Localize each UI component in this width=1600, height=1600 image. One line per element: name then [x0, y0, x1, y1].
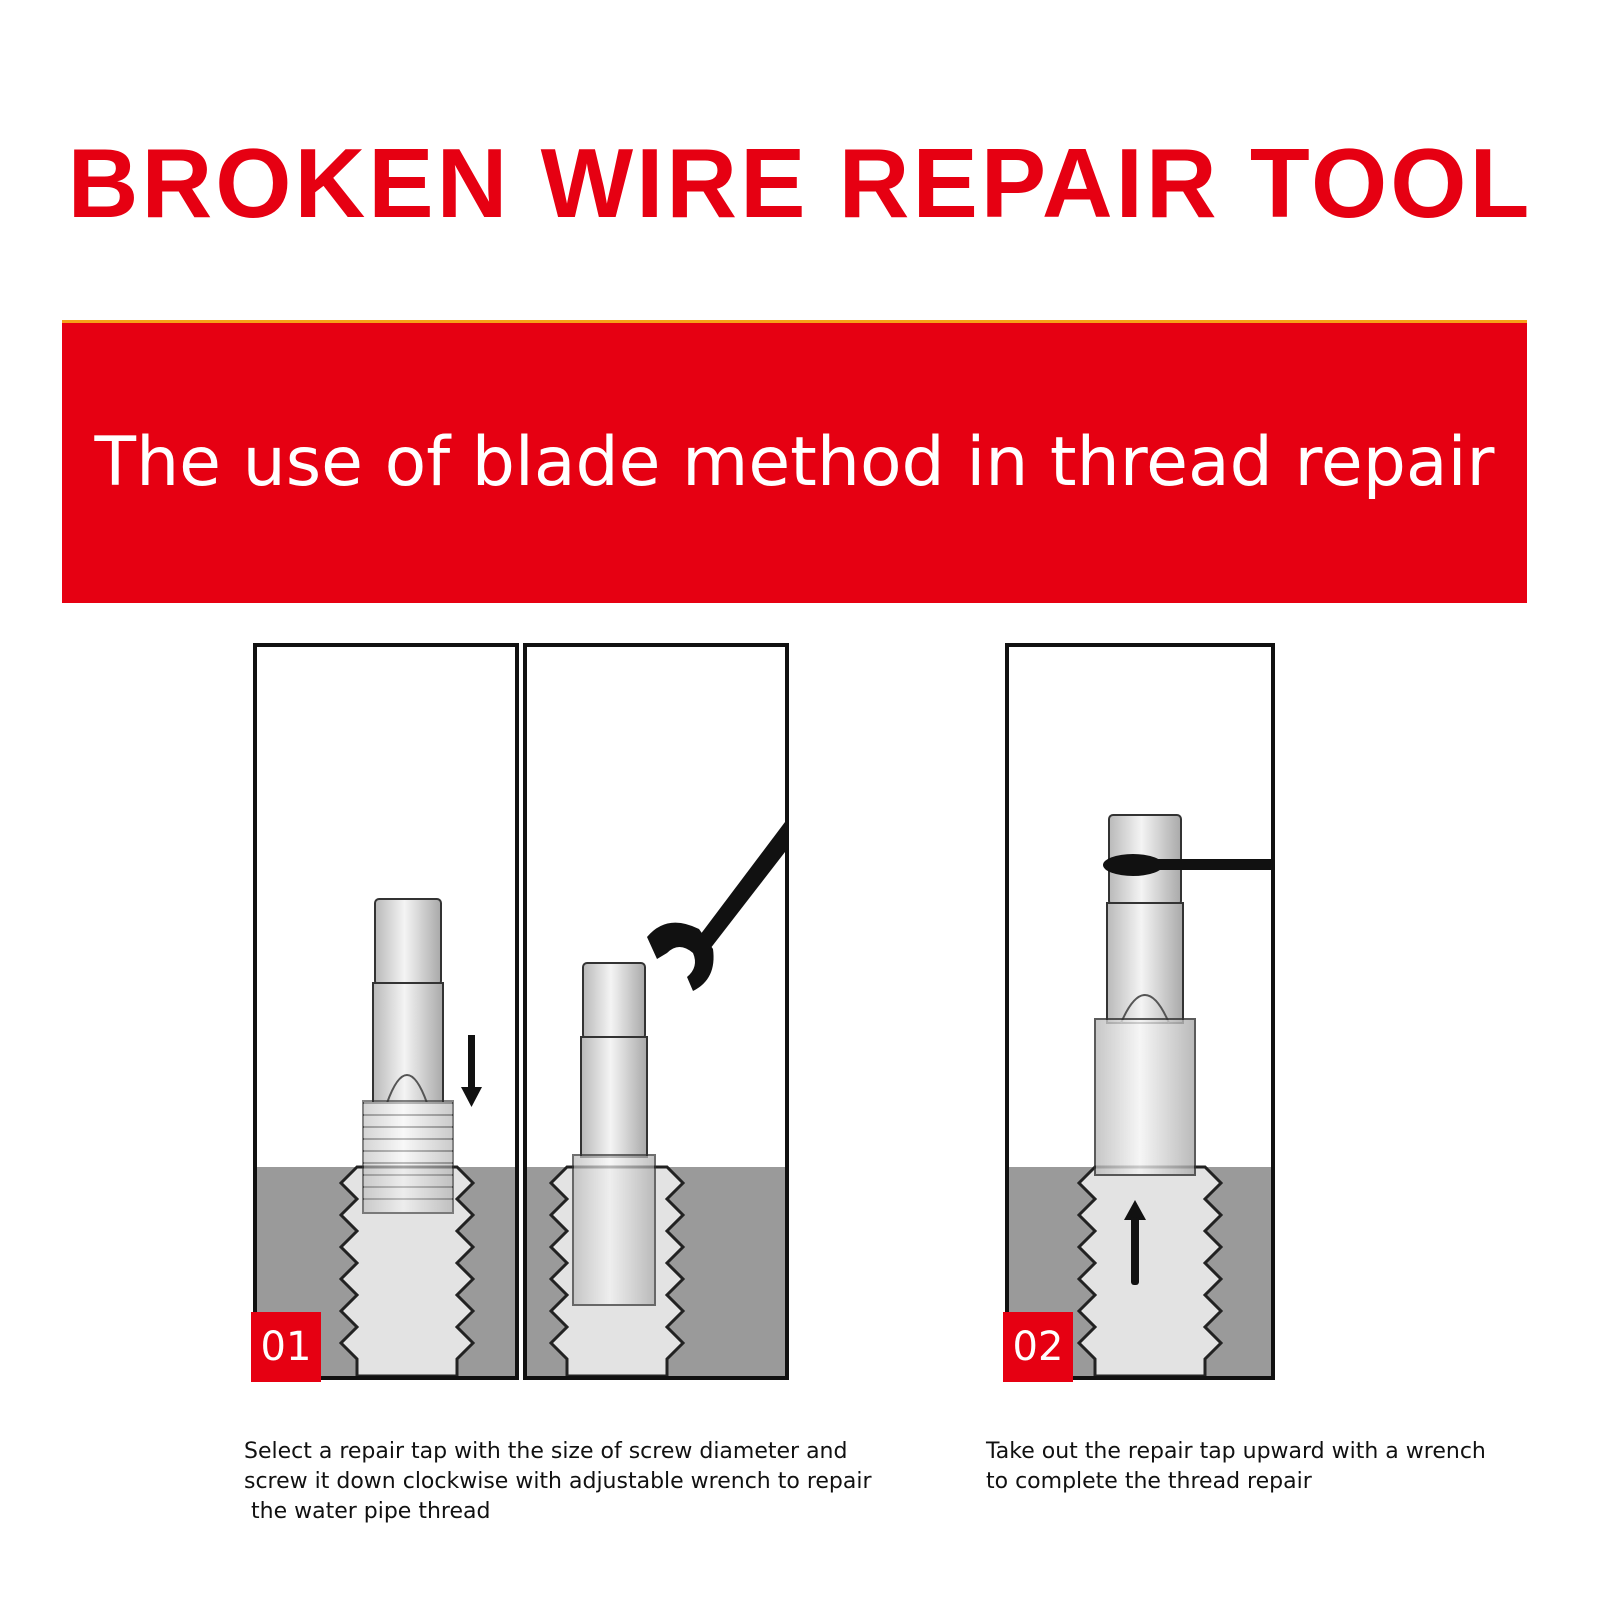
down-arrow-icon	[461, 1035, 482, 1107]
wrench-icon	[647, 822, 785, 991]
step-01-caption: Select a repair tap with the size of scr…	[244, 1437, 872, 1527]
repair-tap-icon	[572, 962, 656, 1306]
caption-line: Take out the repair tap upward with a wr…	[986, 1439, 1486, 1464]
caption-line: Select a repair tap with the size of scr…	[244, 1439, 848, 1464]
repair-tap-icon	[362, 898, 454, 1214]
step-01-illustration-wrench	[523, 643, 789, 1380]
step-badge-01: 01	[251, 1312, 321, 1382]
up-arrow-icon	[1124, 1200, 1146, 1285]
tap-handle-icon	[1103, 854, 1271, 876]
step-01-wrench-drawing	[527, 822, 785, 1376]
threaded-hole	[1076, 1165, 1224, 1376]
step-02-illustration	[1005, 643, 1275, 1380]
caption-line: screw it down clockwise with adjustable …	[244, 1469, 872, 1494]
subtitle-banner: The use of blade method in thread repair	[62, 320, 1527, 603]
step-01-illustration-insert	[253, 643, 519, 1380]
caption-line: the water pipe thread	[244, 1499, 491, 1524]
step-01-insert-drawing	[257, 898, 515, 1376]
threaded-hole	[338, 1165, 476, 1376]
page-title: BROKEN WIRE REPAIR TOOL	[67, 128, 1533, 238]
banner-text: The use of blade method in thread repair	[94, 423, 1495, 502]
caption-line: to complete the thread repair	[986, 1469, 1312, 1494]
step-badge-02: 02	[1003, 1312, 1073, 1382]
step-02-caption: Take out the repair tap upward with a wr…	[986, 1437, 1486, 1497]
step-02-drawing	[1009, 814, 1271, 1376]
